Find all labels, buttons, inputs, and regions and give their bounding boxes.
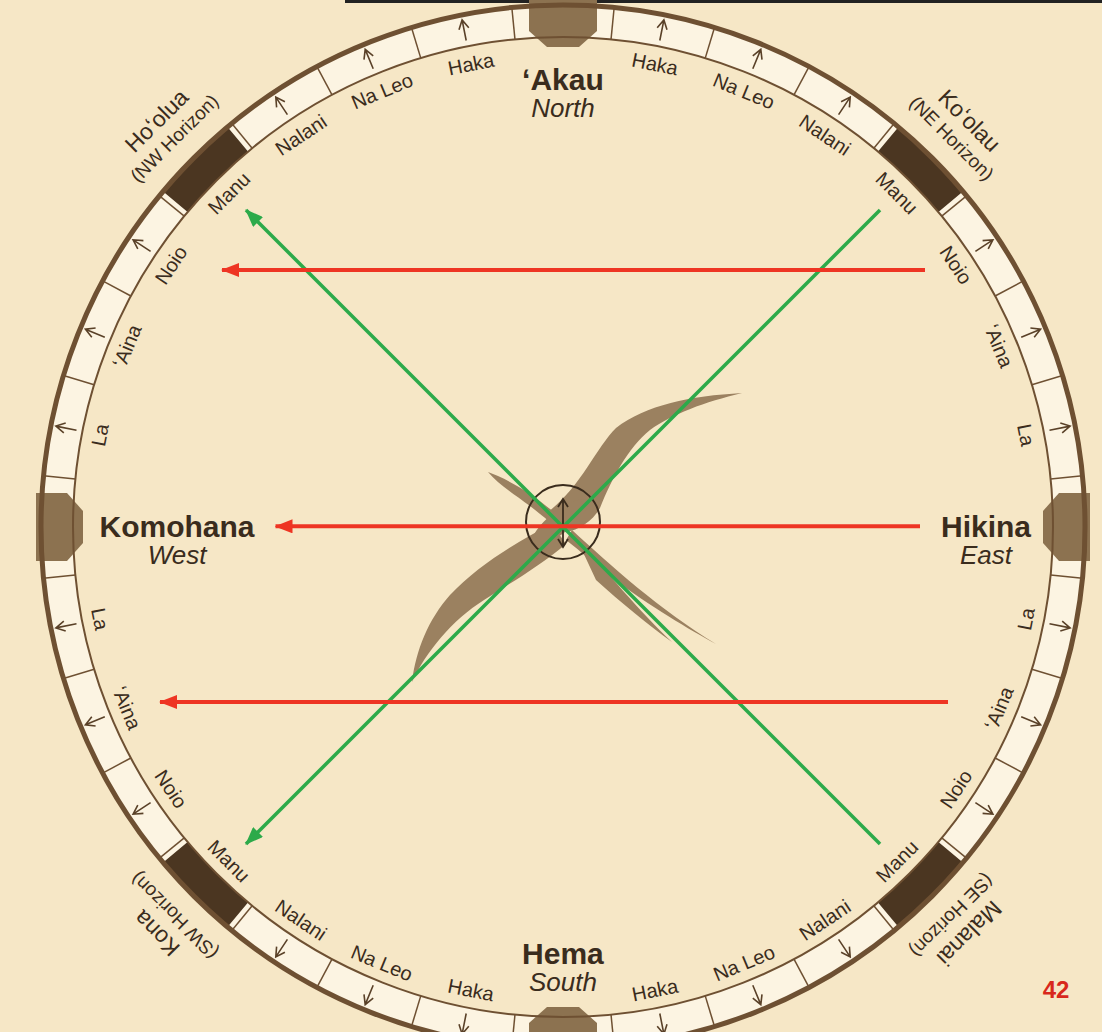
house-arrow	[276, 939, 288, 957]
house-arrow	[657, 20, 667, 41]
house-arrow	[839, 939, 851, 957]
house-divider	[512, 8, 515, 40]
house-name: Haka	[630, 49, 680, 80]
compass-rim	[41, 5, 1085, 1032]
house-arrow	[753, 49, 762, 68]
house-arrow	[276, 97, 288, 115]
cardinal-point: ʻAkauNorth	[519, 64, 607, 123]
cardinal-name: ʻAkau	[522, 64, 604, 96]
direction-arrow	[276, 524, 920, 528]
frigatebird-silhouette	[412, 393, 742, 682]
house-divider	[1032, 669, 1063, 678]
compass-inner-rim	[73, 37, 1053, 1017]
cardinal-direction: West	[100, 542, 255, 569]
house-name: La	[87, 606, 113, 632]
house-band	[57, 21, 1069, 1032]
house-arrow	[133, 803, 151, 815]
cardinal-point: KomohanaWest	[97, 511, 258, 570]
wind-arrow	[222, 268, 925, 272]
house-arrow	[1021, 717, 1040, 726]
page-number: 42	[1043, 977, 1070, 1003]
cardinal-marker	[529, 1007, 597, 1032]
house-divider	[794, 959, 809, 987]
cardinal-point: HemaSouth	[519, 938, 607, 997]
house-arrow	[364, 49, 373, 68]
cardinal-name: Hikina	[941, 511, 1031, 543]
house-divider	[44, 575, 76, 578]
house-arrow	[1050, 423, 1071, 433]
house-divider	[411, 27, 420, 58]
house-arrow	[1021, 328, 1040, 337]
house-divider	[611, 1015, 614, 1032]
house-arrow	[56, 621, 77, 631]
house-arrow	[975, 240, 993, 252]
house-divider	[103, 281, 131, 296]
house-arrow	[1050, 621, 1071, 631]
house-name: Haka	[446, 49, 496, 80]
cardinal-point: HikinaEast	[938, 511, 1034, 570]
bird-head	[488, 472, 556, 524]
house-divider	[103, 758, 131, 773]
center-circle	[526, 485, 600, 559]
house-arrow	[975, 803, 993, 815]
house-arrow	[753, 985, 762, 1004]
house-divider	[794, 67, 809, 95]
wind-arrow	[160, 700, 948, 704]
house-arrow	[133, 240, 151, 252]
house-divider	[995, 758, 1023, 773]
house-divider	[512, 1015, 515, 1032]
house-arrow	[459, 20, 469, 41]
house-divider	[705, 27, 714, 58]
house-arrow	[459, 1014, 469, 1032]
house-divider	[1051, 575, 1083, 578]
house-name: Haka	[446, 975, 496, 1006]
house-divider	[705, 996, 714, 1027]
cardinal-name: Komohana	[100, 511, 255, 543]
house-divider	[317, 959, 332, 987]
bird-tail	[566, 530, 716, 644]
slide-border	[345, 0, 1102, 3]
house-divider	[317, 67, 332, 95]
cardinal-direction: North	[522, 95, 604, 122]
house-divider	[611, 8, 614, 40]
house-divider	[411, 996, 420, 1027]
house-divider	[995, 281, 1023, 296]
house-arrow	[85, 717, 104, 726]
house-arrow	[364, 985, 373, 1004]
house-marks	[36, 0, 1090, 1032]
house-divider	[1032, 375, 1063, 384]
house-name: La	[87, 422, 113, 448]
house-name: La	[1013, 606, 1039, 632]
house-name: Haka	[630, 975, 680, 1006]
house-divider	[63, 375, 94, 384]
cardinal-direction: East	[941, 542, 1031, 569]
cardinal-name: Hema	[522, 938, 604, 970]
house-arrow	[839, 97, 851, 115]
house-arrow	[85, 328, 104, 337]
house-divider	[44, 476, 76, 479]
house-divider	[1051, 476, 1083, 479]
cardinal-direction: South	[522, 969, 604, 996]
house-arrow	[56, 423, 77, 433]
connector-group	[276, 526, 920, 527]
house-divider	[63, 669, 94, 678]
house-name: La	[1013, 422, 1039, 448]
house-arrow	[657, 1014, 667, 1032]
